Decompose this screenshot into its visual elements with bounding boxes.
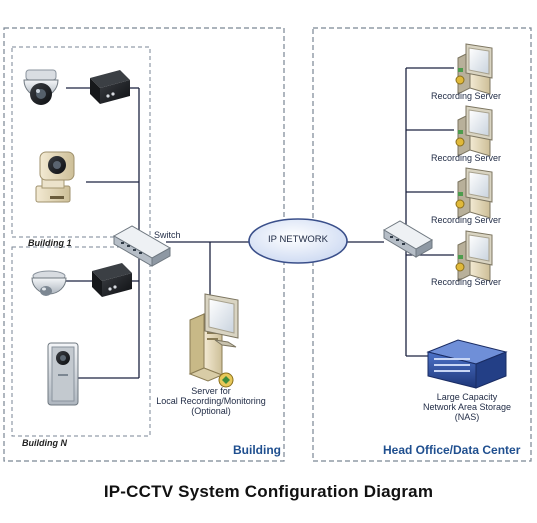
nas-label: Large Capacity Network Area Storage (NAS… [415, 392, 519, 422]
recording-server-icon [455, 105, 493, 157]
building-zone-title: Building [233, 443, 281, 457]
building-n-box [11, 246, 151, 437]
recording-server-icon [455, 167, 493, 219]
ptz-camera-icon [35, 151, 75, 203]
recording-server-icon [455, 230, 493, 282]
recording-server-label: Recording Server [430, 215, 502, 225]
building-n-title: Building N [22, 438, 67, 448]
recording-server-label: Recording Server [430, 277, 502, 287]
recording-server-label: Recording Server [430, 153, 502, 163]
video-encoder-icon [90, 70, 130, 104]
local-server-label-line2: Local Recording/Monitoring [156, 396, 266, 406]
network-switch-icon [383, 220, 433, 258]
nas-label-line2: Network Area Storage [422, 402, 512, 412]
ip-network-label: IP NETWORK [268, 234, 328, 245]
server-pc-icon [188, 293, 239, 388]
building-1-box [11, 46, 151, 238]
head-office-zone-box [312, 27, 532, 462]
nas-label-line1: Large Capacity [436, 392, 498, 402]
building-1-title: Building 1 [28, 238, 72, 248]
mini-dome-camera-icon [31, 270, 67, 296]
local-server-label-line1: Server for [191, 386, 231, 396]
network-switch-icon [112, 225, 172, 267]
local-server-label: Server for Local Recording/Monitoring (O… [150, 386, 272, 416]
nas-storage-icon [426, 339, 508, 389]
ip-network-cloud [248, 218, 348, 264]
head-office-zone-title: Head Office/Data Center [383, 443, 521, 457]
switch-label: Switch [154, 230, 181, 240]
video-encoder-icon [92, 263, 132, 297]
diagram-title: IP-CCTV System Configuration Diagram [103, 482, 434, 501]
recording-server-label: Recording Server [430, 91, 502, 101]
recording-server-icon [455, 43, 493, 95]
dome-camera-icon [23, 69, 59, 105]
local-server-label-line3: (Optional) [191, 406, 231, 416]
nas-label-line3: (NAS) [454, 412, 480, 422]
box-camera-icon [47, 342, 79, 406]
